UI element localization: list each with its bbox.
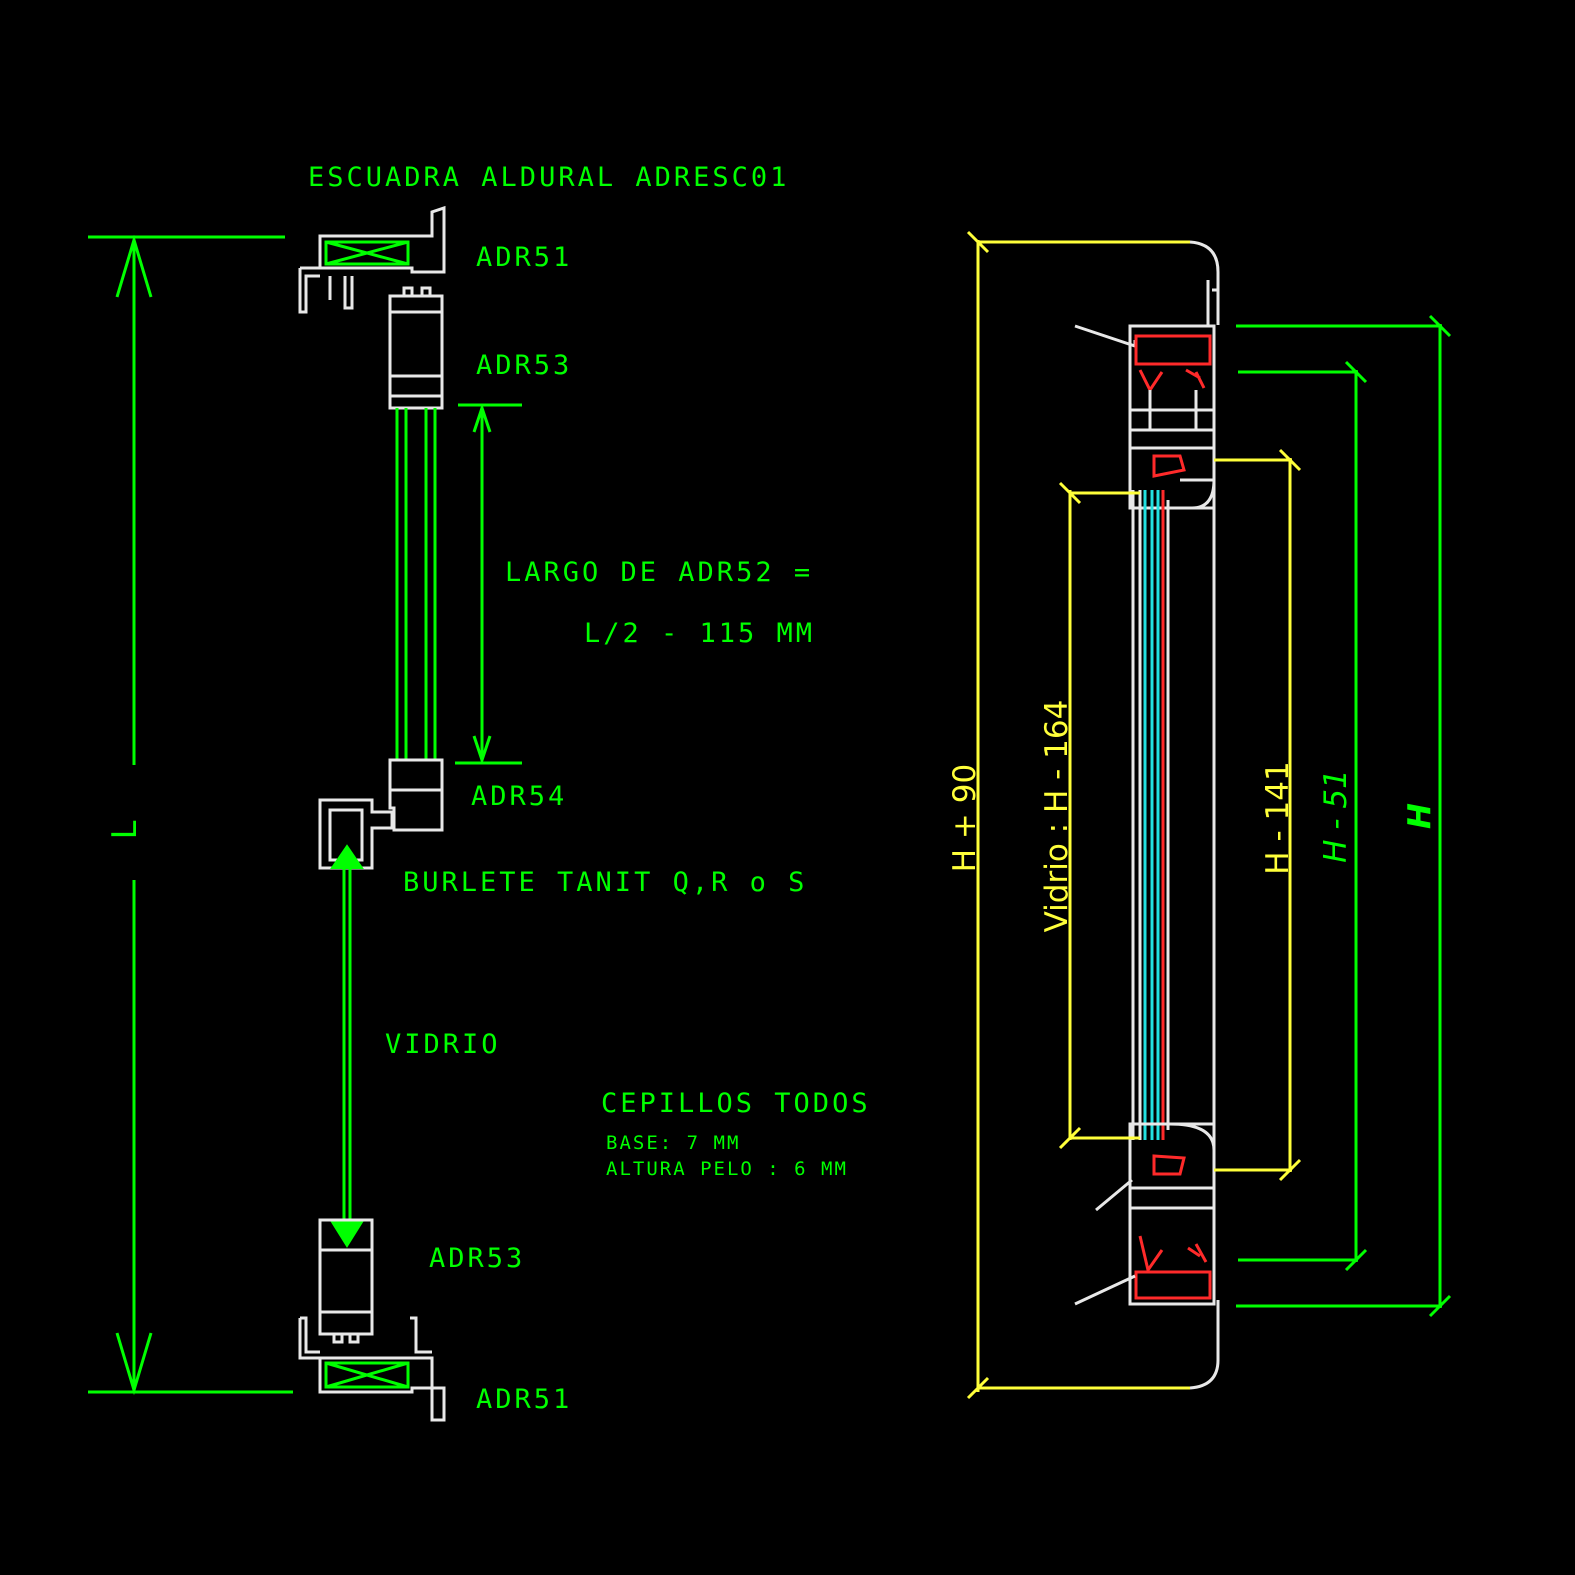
adr52-length-dimension bbox=[455, 403, 522, 765]
label-middle-rail: ADR54 bbox=[471, 781, 567, 812]
label-bottom-frame: ADR51 bbox=[476, 1384, 572, 1415]
label-glass: VIDRIO bbox=[385, 1029, 501, 1060]
bottom-frame-profile bbox=[298, 1316, 446, 1422]
dimension-outer-label: H + 90 bbox=[947, 764, 983, 872]
middle-rail-profile bbox=[318, 758, 444, 870]
glass-assembly bbox=[1131, 490, 1216, 1140]
label-brushes-height: ALTURA PELO : 6 MM bbox=[606, 1158, 848, 1180]
dimension-overall-label: H bbox=[1402, 803, 1438, 829]
dimension-inner-label: H - 141 bbox=[1260, 761, 1296, 874]
right-section: H + 90 Vidrio : H - 164 H - 141 H - 51 H bbox=[947, 230, 1452, 1400]
label-brushes-title: CEPILLOS TODOS bbox=[601, 1088, 871, 1119]
dimension-inner bbox=[1214, 448, 1302, 1182]
top-frame-profile bbox=[298, 205, 446, 314]
dimension-sash bbox=[1238, 360, 1368, 1272]
label-bottom-sash: ADR53 bbox=[429, 1243, 525, 1274]
dimension-l-label: L bbox=[105, 820, 145, 839]
outer-frame-profile bbox=[1189, 240, 1220, 1390]
drawing-title: ESCUADRA ALDURAL ADRESC01 bbox=[308, 162, 789, 193]
label-top-frame: ADR51 bbox=[476, 242, 572, 273]
glass-pane bbox=[330, 844, 364, 1248]
adr52-profile bbox=[395, 408, 437, 760]
label-adr52-length-1: LARGO DE ADR52 = bbox=[505, 557, 813, 588]
dimension-glass-label: Vidrio : H - 164 bbox=[1039, 700, 1075, 933]
label-brushes-base: BASE: 7 MM bbox=[606, 1132, 740, 1154]
top-sash-profile bbox=[388, 286, 444, 410]
bottom-sash-cluster bbox=[1074, 1122, 1216, 1306]
top-sash-cluster bbox=[1074, 324, 1216, 510]
label-gasket: BURLETE TANIT Q,R o S bbox=[403, 867, 807, 898]
dimension-sash-label: H - 51 bbox=[1318, 769, 1354, 863]
dimension-l bbox=[88, 234, 293, 1396]
dimension-glass bbox=[1058, 481, 1140, 1150]
left-section: L bbox=[88, 162, 871, 1422]
label-adr52-length-2: L/2 - 115 MM bbox=[584, 618, 815, 649]
bottom-sash-profile bbox=[318, 1218, 374, 1344]
dimension-overall-h bbox=[1236, 314, 1452, 1318]
label-top-sash: ADR53 bbox=[476, 350, 572, 381]
dimension-outer bbox=[966, 230, 1190, 1400]
